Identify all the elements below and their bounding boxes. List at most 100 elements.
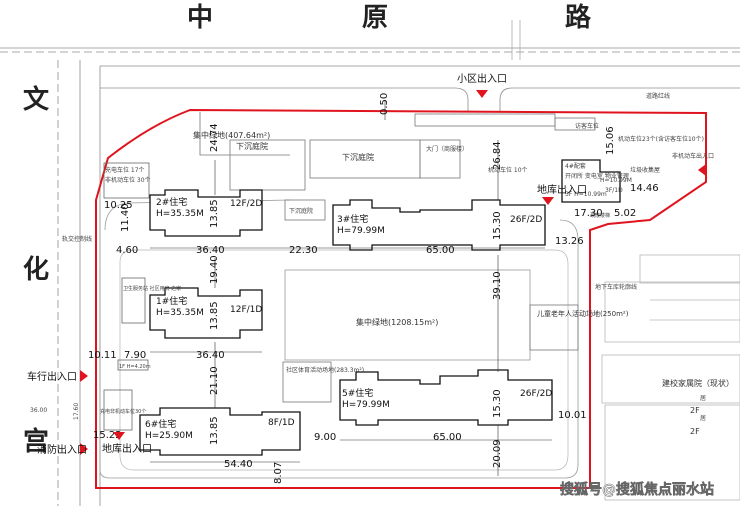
building-1-floors: 12F/1D [230,305,262,315]
guest-parking-label: 访客车位 [575,122,599,130]
dim-13-85-b: 13.85 [209,301,220,330]
building-5-height: H=79.99M [342,400,390,410]
watermark: 搜狐号@搜狐焦点丽水站 [560,481,714,498]
dim-7-90: 7.90 [124,350,146,361]
sunken-court-left: 下沉庭院 [236,141,268,151]
exit-stair-label: 疏散楼梯 [590,212,610,219]
dim-top-offset: 0.50 [379,93,390,115]
dim-10-01: 10.01 [558,410,587,421]
residential-entrance-label: 小区出入口 [457,72,507,85]
building-3-floors: 26F/2D [510,215,542,225]
inner-loop [119,249,569,471]
dim-36-40-a: 36.40 [196,245,225,256]
dim-13-26: 13.26 [555,236,584,247]
building-2-floors: 12F/2D [230,199,262,209]
building-4-height: 3F H=10.99m [565,191,607,198]
road-name-left-2: 化 [23,255,49,285]
dim-13-85-a: 13.85 [209,199,220,228]
fire-entrance-marker[interactable] [80,443,88,455]
left-small-structures [103,162,150,431]
building-2-height: H=35.35M [156,209,204,219]
road-name-left-3: 宫 [23,426,49,457]
small-height-note: 1F H=4.20m [119,364,151,370]
top-structures [199,112,596,221]
garage-entrance-top-label: 地库出入口 [537,183,587,196]
building-1[interactable]: 1#住宅 H=35.35M 12F/1D [149,287,263,339]
building-2[interactable]: 2#住宅 H=35.35M 12F/2D [149,189,263,237]
building-2-name: 2#住宅 [156,196,187,208]
site-boundary [95,108,707,489]
building-6-floors: 8F/1D [268,418,295,428]
traffic-control-label: 轨交控制线 [62,235,92,243]
dim-8-07: 8.07 [273,462,284,484]
road-lines [0,20,740,506]
building-3-height: H=79.99M [337,226,385,236]
existing-2f-label-b: 2F [690,427,700,436]
garage-entrance-top-marker[interactable] [542,197,554,205]
dim-15-22: 15.22 [93,430,122,441]
vehicle-entrance-marker[interactable] [80,370,88,382]
trash-room-label: 垃圾收集屋 [630,166,660,174]
garage-outline-label: 地下车库轮廓线 [595,283,637,291]
sports-area-label: 社区体育活动场地(283.3m²) [286,366,364,374]
building-5-name: 5#住宅 [342,387,373,399]
red-line-label: 道路红线 [646,92,670,100]
dim-26-84: 26.84 [492,141,503,170]
building-5[interactable]: 5#住宅 H=79.99M 26F/2D [339,369,553,426]
building-6[interactable]: 6#住宅 H=25.90M 8F/1D [139,407,301,456]
residential-entrance-marker[interactable] [476,90,488,98]
green-center-label: 集中绿地(1208.15m²) [356,317,438,327]
sports-area [282,361,332,403]
kids-area [529,304,579,351]
building-6-name: 6#住宅 [145,418,176,430]
dim-13-85-c: 13.85 [209,416,220,445]
building-6-height: H=25.90M [145,431,193,441]
dim-22-30: 22.30 [289,245,318,256]
dim-15-30-a: 15.30 [492,211,503,240]
sunken-court-mid: 下沉庭院 [342,152,374,162]
building-3-name: 3#住宅 [337,213,368,225]
note-left-1: 充电车位 17个 [105,166,145,174]
parking-mid-note: 机动车位 10个 [488,166,528,174]
road-name-top-1: 中 [187,3,213,33]
road-name-left-1: 文 [23,84,50,115]
dim-10-25: 10.25 [104,200,133,211]
note-left-2: 非机动车位 30个 [105,176,151,184]
sunken-court-small: 下沉庭院 [289,207,313,215]
building-1-height: H=35.35M [156,308,204,318]
kids-area-label: 儿童老年人活动场地(250m²) [537,309,629,318]
garage-entrance-bottom-label: 地库出入口 [102,442,152,455]
dim-65-00-a: 65.00 [426,245,455,256]
existing-label-2: 居 [700,415,706,422]
dim-19-40: 19.40 [209,255,220,284]
garage-entrance-bottom-marker[interactable] [113,432,125,440]
dim-54-40: 54.40 [224,459,253,470]
dim-24-74: 24.74 [209,123,220,152]
building-4-height-b: H=10.99M [600,177,632,184]
school-label: 建校家属院（现状） [662,378,734,388]
dim-39-10: 39.10 [492,271,503,300]
dim-15-06: 15.06 [605,126,616,155]
dim-15-30-b: 15.30 [492,389,503,418]
nonmotor-entrance-label: 非机动车出入口 [672,152,714,160]
dim-17-30: 17.30 [574,208,603,219]
dim-14-46: 14.46 [630,183,659,194]
b6-note: 充电非机动车位30个 [100,408,146,415]
road-name-top-3: 路 [565,2,592,33]
building-4-name: 4#配套 [565,162,586,170]
building-4[interactable]: 4#配套 开闭所 变电室 物业管理 3F H=10.99m H=10.99M 3… [561,159,632,203]
dim-10-11: 10.11 [88,350,117,361]
existing-2f-label: 2F [690,406,700,415]
nonmotor-entrance-marker[interactable] [698,164,706,176]
dim-36-40-b: 36.40 [196,350,225,361]
note-community: 卫生服务站 社区用房 之家 [123,285,181,292]
existing-buildings-right [601,254,740,501]
building-3[interactable]: 3#住宅 H=79.99M 26F/2D [332,199,546,251]
road-name-top-2: 原 [362,3,388,33]
dim-9-00: 9.00 [314,432,336,443]
green-top-label: 集中绿地(407.64m²) [193,130,270,140]
dim-20-09: 20.09 [492,439,503,468]
dim-17-60: 17.60 [73,403,80,420]
dim-65-00-b: 65.00 [433,432,462,443]
